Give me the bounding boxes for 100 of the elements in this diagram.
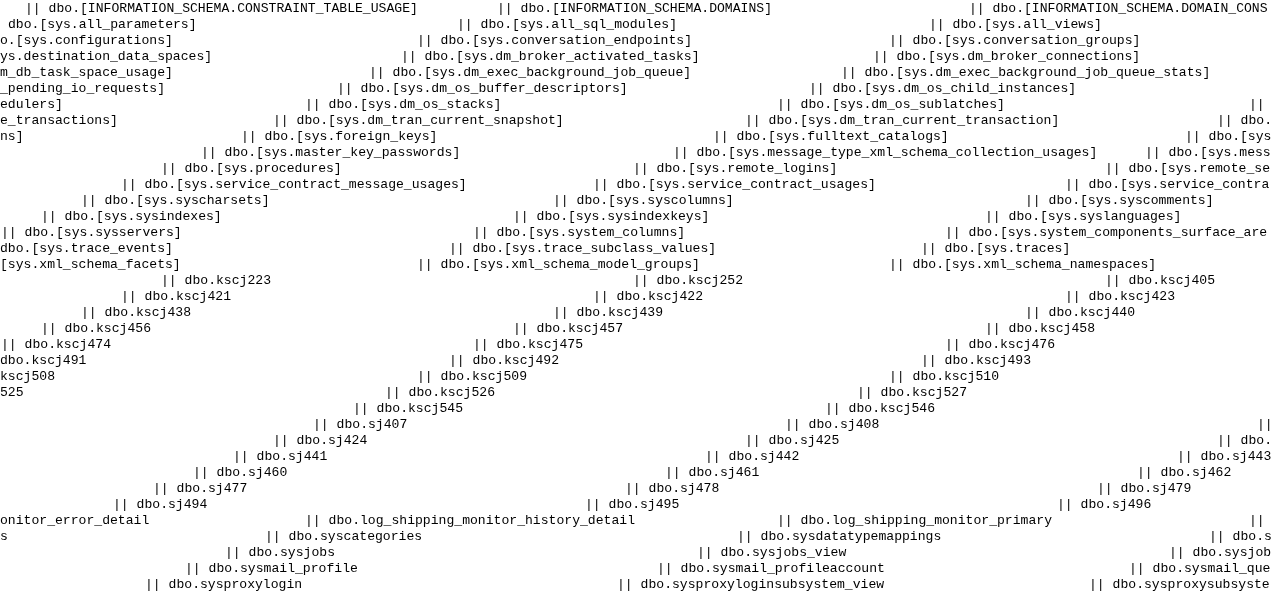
- query-result-text: ||: [1249, 513, 1265, 529]
- query-result-text: || dbo.sysproxylogin: [145, 577, 303, 593]
- query-result-text: dbo.[sys.trace_events]: [0, 241, 173, 257]
- query-result-text: || dbo.kscj458: [985, 321, 1095, 337]
- query-result-text: || dbo.[sys.mess: [1145, 145, 1271, 161]
- query-result-text: s: [0, 529, 8, 545]
- query-result-text: || dbo.kscj545: [353, 401, 463, 417]
- query-result-text: || dbo.sysdatatypemappings: [737, 529, 942, 545]
- query-result-text: || dbo.sj496: [1057, 497, 1152, 513]
- query-result-text: || dbo.kscj438: [81, 305, 191, 321]
- query-result-text: || dbo.kscj474: [1, 337, 111, 353]
- query-result-text: || dbo.[sys.dm_os_child_instances]: [809, 81, 1077, 97]
- query-result-text: 525: [0, 385, 24, 401]
- query-result-text: || dbo.kscj476: [945, 337, 1055, 353]
- query-result-text: || dbo.[sys.dm_os_stacks]: [305, 97, 502, 113]
- query-result-text: || dbo.sj424: [273, 433, 368, 449]
- query-result-text: _pending_io_requests]: [0, 81, 165, 97]
- query-result-text: || dbo.[sys.dm_os_buffer_descriptors]: [337, 81, 628, 97]
- query-result-text: || dbo.[sys.dm_exec_background_job_queue_stats]: [841, 65, 1211, 81]
- query-result-text: || dbo.sj460: [193, 465, 288, 481]
- query-result-text: ||: [1249, 97, 1265, 113]
- query-result-text: || dbo.kscj252: [633, 273, 743, 289]
- query-result-text: onitor_error_detail: [0, 513, 150, 529]
- query-result-text: || dbo.[sys.sysindexkeys]: [513, 209, 710, 225]
- query-result-text: || dbo.kscj440: [1025, 305, 1135, 321]
- query-result-text: || dbo.kscj423: [1065, 289, 1175, 305]
- query-result-text: || dbo.sysmail_profileaccount: [657, 561, 885, 577]
- query-result-text: kscj508: [0, 369, 55, 385]
- query-result-text: dbo.kscj491: [0, 353, 87, 369]
- query-result-text: || dbo.[INFORMATION_SCHEMA.CONSTRAINT_TABLE_USAGE]: [25, 1, 418, 17]
- query-result-text: || dbo.[sys.service_contra: [1065, 177, 1270, 193]
- query-result-text: || dbo.syscategories: [265, 529, 423, 545]
- query-result-text: || dbo.kscj475: [473, 337, 583, 353]
- query-result-text: || dbo.kscj509: [417, 369, 527, 385]
- query-result-text: || dbo.sysjobs_view: [697, 545, 847, 561]
- query-result-text: || dbo.[sys.xml_schema_namespaces]: [889, 257, 1157, 273]
- query-result-text: || dbo.[sys.trace_subclass_values]: [449, 241, 717, 257]
- query-result-text: || dbo.[sys.all_views]: [929, 17, 1102, 33]
- query-result-text: || dbo.[sys.syslanguages]: [985, 209, 1182, 225]
- query-result-text: || dbo.kscj421: [121, 289, 231, 305]
- query-result-text: || dbo.kscj526: [385, 385, 495, 401]
- query-result-text: || dbo.[sys.dm_os_sublatches]: [777, 97, 1005, 113]
- query-result-text: || dbo.sysmail_profile: [185, 561, 358, 577]
- query-result-text: || dbo.[sys.procedures]: [161, 161, 342, 177]
- query-result-text: || dbo.[sys.xml_schema_model_groups]: [417, 257, 700, 273]
- query-result-text: || dbo.[sys.conversation_endpoints]: [417, 33, 692, 49]
- query-result-text: || dbo.kscj493: [921, 353, 1031, 369]
- query-result-text: || dbo.sj407: [313, 417, 408, 433]
- query-result-text: || dbo.kscj422: [593, 289, 703, 305]
- query-result-text: ys.destination_data_spaces]: [0, 49, 213, 65]
- query-result-text: || dbo.[sys.syscomments]: [1025, 193, 1214, 209]
- query-result-text: || dbo.[sys: [1185, 129, 1272, 145]
- query-result-text: dbo.[sys.all_parameters]: [8, 17, 197, 33]
- query-result-text: || dbo.[sys.remote_se: [1105, 161, 1270, 177]
- query-result-text: || dbo.[sys.message_type_xml_schema_collection_usages]: [673, 145, 1098, 161]
- query-result-text: || dbo.sj479: [1097, 481, 1192, 497]
- query-result-text: || dbo.[sys.dm_broker_activated_tasks]: [401, 49, 700, 65]
- query-result-text: || dbo.kscj527: [857, 385, 967, 401]
- query-result-text: || dbo.[sys.master_key_passwords]: [201, 145, 461, 161]
- query-result-text: o.[sys.configurations]: [0, 33, 173, 49]
- query-result-text: || dbo.sj425: [745, 433, 840, 449]
- query-result-text: || dbo.kscj546: [825, 401, 935, 417]
- query-result-text: || dbo.[sys.remote_logins]: [633, 161, 838, 177]
- query-result-text: || dbo.[INFORMATION_SCHEMA.DOMAINS]: [497, 1, 772, 17]
- query-result-text: || dbo.: [1217, 113, 1272, 129]
- query-result-text: || dbo.sysjobs: [225, 545, 335, 561]
- query-result-text: [sys.xml_schema_facets]: [0, 257, 181, 273]
- query-result-text: || dbo.[sys.system_columns]: [473, 225, 686, 241]
- query-result-text: || dbo.sj441: [233, 449, 328, 465]
- query-result-text: ns]: [0, 129, 24, 145]
- query-result-text: || dbo.[sys.traces]: [921, 241, 1071, 257]
- query-result-text: || dbo.[sys.dm_tran_current_snapshot]: [273, 113, 564, 129]
- query-result-text: || dbo.sj494: [113, 497, 208, 513]
- query-result-text: m_db_task_space_usage]: [0, 65, 173, 81]
- query-result-text: || dbo.log_shipping_monitor_primary: [777, 513, 1052, 529]
- query-result-text: || dbo.[sys.dm_exec_background_job_queue]: [369, 65, 692, 81]
- query-result-text: || dbo.kscj223: [161, 273, 271, 289]
- query-result-text: || dbo.kscj457: [513, 321, 623, 337]
- query-result-text: e_transactions]: [0, 113, 118, 129]
- query-result-text: || dbo.[sys.syscolumns]: [553, 193, 734, 209]
- query-result-text: || dbo.kscj510: [889, 369, 999, 385]
- query-result-text: || dbo.kscj456: [41, 321, 151, 337]
- query-result-text: || dbo.kscj405: [1105, 273, 1215, 289]
- query-result-text: || dbo.[sys.conversation_groups]: [889, 33, 1141, 49]
- query-result-text: || dbo.s: [1209, 529, 1272, 545]
- query-result-text: || dbo.[sys.system_components_surface_are: [945, 225, 1268, 241]
- query-result-text: || dbo.[sys.service_contract_message_usages]: [121, 177, 467, 193]
- query-result-text: || dbo.sj495: [585, 497, 680, 513]
- query-result-text: || dbo.sj408: [785, 417, 880, 433]
- query-result-text: || dbo.sysjob: [1169, 545, 1272, 561]
- query-result-text: || dbo.kscj492: [449, 353, 559, 369]
- query-result-text: || dbo.sysproxysubsyste: [1089, 577, 1270, 593]
- query-result-text: || dbo.kscj439: [553, 305, 663, 321]
- query-result-text: || dbo.sj443: [1177, 449, 1272, 465]
- query-result-text: || dbo.[sys.dm_tran_current_transaction]: [745, 113, 1060, 129]
- query-result-text: || dbo.[sys.sysservers]: [1, 225, 182, 241]
- query-result-text: || dbo.sysproxyloginsubsystem_view: [617, 577, 885, 593]
- query-result-text: || dbo.[sys.dm_broker_connections]: [873, 49, 1141, 65]
- query-result-text: || dbo.[sys.all_sql_modules]: [457, 17, 677, 33]
- query-result-text: || dbo.sj478: [625, 481, 720, 497]
